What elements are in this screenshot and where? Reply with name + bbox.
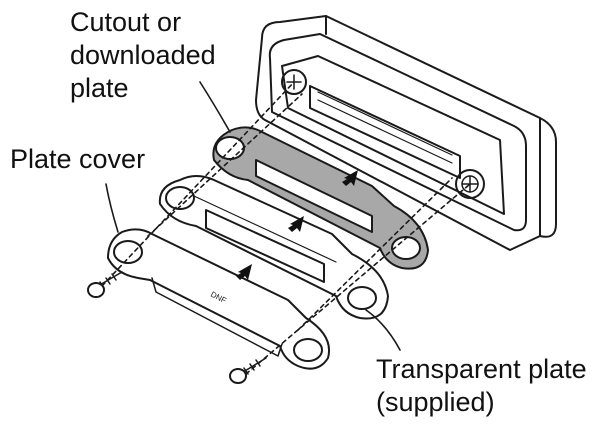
connector-slot [309,85,461,179]
transparent-plate-hole-right [347,286,377,310]
plate-cover [107,228,330,370]
label-plate-cover: Plate cover [10,144,146,174]
arrow-plate-cover [236,264,252,280]
screw-bottom-shaft [239,357,267,375]
transparent-plate-window [205,209,325,283]
plate-cover-hole-right [293,338,323,362]
connector-slot-inner [317,91,453,164]
label-transparent-line1: Transparent plate [376,354,587,384]
housing-screw-right-cross [461,175,479,193]
alignment-line-right [245,183,471,375]
alignment-lines [101,81,471,375]
housing-inner-frame [281,55,505,215]
cutout-plate-window [255,159,373,233]
plate-cover-hole-left [113,240,143,264]
transparent-plate-hole-left [165,186,195,210]
label-cutout-line3: plate [70,73,129,103]
leader-cutout [199,81,231,133]
cutout-plate-hole-right [391,236,421,260]
plate-cover-outline [107,228,330,370]
screw-bottom [229,357,267,384]
leader-cover [105,183,119,233]
label-cutout-line2: downloaded [70,40,216,70]
screw-bottom-head [229,368,247,384]
label-cutout-line1: Cutout or [70,7,182,37]
housing-screw-right [455,169,485,199]
label-cutout-plate: Cutout or downloaded plate [70,6,216,105]
arrow-cutout-plate [342,170,358,186]
plate-cover-tab [151,277,283,357]
screw-top [87,271,123,298]
alignment-line-mid-left [147,93,303,237]
label-transparent-plate: Transparent plate (supplied) [376,353,587,419]
alignment-line-mid-right [297,177,453,331]
alignment-line-left [101,81,295,287]
receiver-housing [255,15,557,251]
leader-transparent [365,309,401,351]
leader-lines [105,81,401,351]
transparent-plate [158,175,389,320]
housing-screw-left [281,69,307,95]
arrow-transparent-plate [288,216,304,232]
screw-top-head [87,282,105,298]
cutout-plate [212,126,429,270]
direction-arrows [236,170,358,280]
label-transparent-line2: (supplied) [376,387,495,417]
transparent-plate-inner-edge [193,195,337,263]
